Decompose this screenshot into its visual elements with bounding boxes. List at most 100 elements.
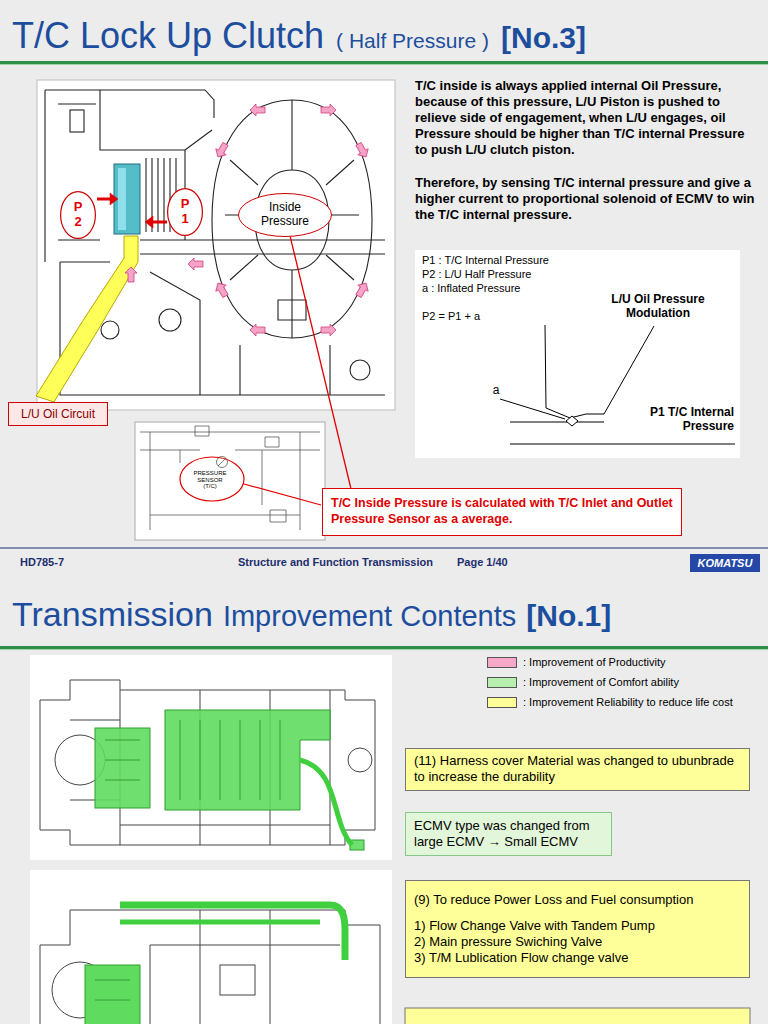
transmission-drawing <box>30 870 392 1024</box>
pressure-graph <box>415 250 740 458</box>
torque-converter-drawing <box>188 258 203 270</box>
transmission-drawing <box>300 760 352 845</box>
legend-row: : Improvement of Productivity <box>487 656 665 669</box>
slide-subtitle: ( Half Pressure ) <box>336 30 489 51</box>
line-label: P1 T/C Internal Pressure <box>606 405 734 434</box>
transmission-drawing <box>105 720 280 800</box>
torque-converter-drawing <box>213 141 231 160</box>
pressure-arrow <box>97 198 111 201</box>
torque-converter-drawing <box>350 360 370 380</box>
box-text: L/U Oil Circuit <box>13 407 103 421</box>
torque-converter-drawing <box>37 80 395 410</box>
slide-number: [No.3] <box>501 23 586 53</box>
pressure-arrow <box>152 221 167 224</box>
torque-converter-drawing <box>70 110 84 132</box>
ellipse-outline <box>168 189 203 236</box>
transmission-drawing <box>348 748 372 772</box>
title-rule <box>0 649 768 650</box>
pressure-arrow <box>145 216 153 228</box>
label-slot: Improvement Contents <box>223 602 516 631</box>
sensor-label: PRESSURE SENSOR (T/C) <box>192 470 228 490</box>
leader-line <box>244 484 321 505</box>
pressure-graph <box>566 416 578 426</box>
torque-converter-drawing <box>159 309 181 331</box>
graph-legend-text: P2 : L/U Half Pressure <box>422 268 531 281</box>
label-slot: Structure and Function Transmission <box>238 556 433 569</box>
brand-logo: KOMATSU <box>690 554 760 572</box>
box-text: (9) To reduce Power Loss and Fuel consum… <box>414 892 741 908</box>
label-slot: ( Half Pressure ) <box>336 30 489 51</box>
box-text: P 2 <box>70 200 86 230</box>
improvement-box: (9) To reduce Power Loss and Fuel consum… <box>405 880 750 978</box>
circuit-label-box: L/U Oil Circuit <box>8 402 108 426</box>
legend-text: : Improvement of Comfort ability <box>523 676 679 689</box>
transmission-drawing <box>40 680 375 845</box>
hydraulic-schematic <box>135 422 325 540</box>
page-number: Page 1/40 <box>457 556 508 569</box>
transmission-drawing <box>220 965 255 995</box>
empty-note-box <box>405 1008 750 1024</box>
ellipse-outline <box>239 194 332 237</box>
transmission-drawing <box>70 690 330 845</box>
pressure-graph <box>415 250 740 458</box>
legend-swatch <box>487 697 517 708</box>
pressure-graph <box>510 422 604 423</box>
torque-converter-drawing <box>140 240 385 254</box>
pressure-graph <box>500 399 565 419</box>
transmission-drawing <box>95 980 130 1000</box>
text-slot: P2 = P1 + a <box>422 310 480 323</box>
torque-converter-drawing <box>125 104 371 336</box>
hydraulic-schematic <box>140 426 320 530</box>
title-rule <box>0 646 768 649</box>
torque-converter-drawing <box>36 80 395 410</box>
formula-text: P2 = P1 + a <box>422 310 480 323</box>
torque-converter-drawing <box>278 300 306 320</box>
footer <box>690 554 760 572</box>
title-rule <box>0 64 768 65</box>
curve-label: L/U Oil Pressure Modulation <box>596 292 720 321</box>
label-slot: T/C inside is always applied internal Oi… <box>415 78 755 158</box>
slide-number: [No.1] <box>526 601 611 631</box>
label-slot: Page 1/40 <box>457 556 508 569</box>
torque-converter-drawing <box>213 280 231 299</box>
legend-text: : Improvement Reliability to reduce life… <box>523 696 733 709</box>
transmission-drawing <box>30 655 392 1024</box>
box-list-item: 3) T/M Lublication Flow change valve <box>414 950 741 966</box>
slide-title: T/C Lock Up Clutch <box>12 18 324 54</box>
transmission-drawing <box>40 680 375 845</box>
legend-swatch <box>487 657 517 668</box>
box-list-item: 2) Main pressure Swiching Valve <box>414 934 741 950</box>
torque-converter-drawing <box>353 280 371 299</box>
torque-converter-drawing <box>212 100 372 338</box>
transmission-drawing <box>85 965 140 1024</box>
text-group: Structure and Function Transmission Page … <box>238 556 508 569</box>
pressure-graph <box>545 325 654 418</box>
callout-letter: a <box>490 383 502 397</box>
torque-converter-drawing <box>45 90 385 395</box>
text-slot: P1 T/C Internal Pressure <box>606 405 734 434</box>
label-slot: Therefore, by sensing T/C internal press… <box>415 175 755 223</box>
label-slot: PRESSURE SENSOR (T/C) <box>192 470 228 490</box>
torque-converter-drawing <box>125 267 137 282</box>
text-group: T/C inside is always applied internal Oi… <box>415 78 755 223</box>
pressure-callout: P 2 <box>60 191 96 239</box>
torque-converter-drawing <box>118 168 126 230</box>
ellipse-outline <box>61 192 96 239</box>
legend-text: : Improvement of Productivity <box>523 656 665 669</box>
legend-swatch <box>487 677 517 688</box>
torque-converter-drawing <box>353 141 371 160</box>
box-text: T/C Inside Pressure is calculated with T… <box>331 496 673 527</box>
label-slot: T/C Lock Up Clutch <box>12 18 324 54</box>
pressure-arrow <box>110 193 118 205</box>
box-text: (11) Harness cover Material was changed … <box>414 753 741 786</box>
empty-note-box <box>405 1008 750 1024</box>
torque-converter-drawing <box>140 130 212 240</box>
model-name: HD785-7 <box>20 556 64 569</box>
pressure-arrow <box>97 193 167 228</box>
box-text: Inside Pressure <box>252 201 318 229</box>
legend-row: : Improvement Reliability to reduce life… <box>487 696 733 709</box>
footer-text: Structure and Function Transmission <box>238 556 433 569</box>
box-list-item: 1) Flow Change Valve with Tandem Pump <box>414 918 741 934</box>
pressure-graph <box>500 325 735 444</box>
